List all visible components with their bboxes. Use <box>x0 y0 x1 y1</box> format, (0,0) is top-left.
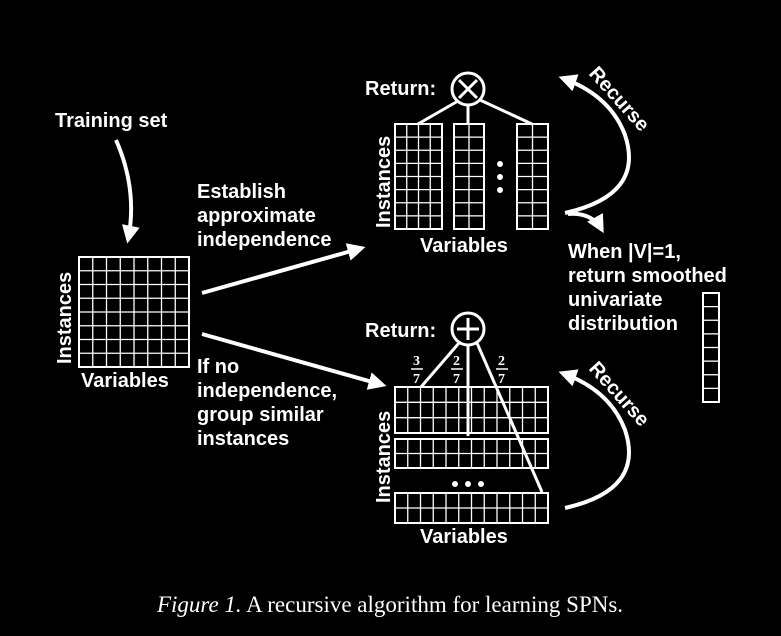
weight-3: 2 7 <box>496 354 508 387</box>
variable-partition-1 <box>394 123 443 230</box>
independence-arrow <box>201 243 366 295</box>
top-recurse-arrow <box>558 74 631 215</box>
svg-text:7: 7 <box>413 372 420 387</box>
bottom-recurse-arrow <box>558 369 631 510</box>
top-instances-label: Instances <box>373 136 395 228</box>
instance-cluster-2 <box>394 438 549 469</box>
training-set-arrow <box>114 139 140 244</box>
establish-independence-label: Establish approximate independence <box>197 181 331 251</box>
product-edge-1 <box>417 99 459 126</box>
bottom-instances-label: Instances <box>373 411 395 503</box>
figure-caption: Figure 1. A recursive algorithm for lear… <box>156 592 623 617</box>
main-variables-label: Variables <box>81 370 169 392</box>
sum-return-label: Return: <box>365 320 436 342</box>
bottom-variables-label: Variables <box>420 526 508 548</box>
weight-2: 2 7 <box>451 354 463 387</box>
instance-cluster-1 <box>394 386 549 434</box>
instance-cluster-3 <box>394 492 549 524</box>
univariate-column <box>702 292 720 403</box>
training-set-label: Training set <box>55 110 168 132</box>
no-independence-label: If no independence, group similar instan… <box>197 356 343 450</box>
product-return-label: Return: <box>365 78 436 100</box>
base-case-label: When |V|=1, return smoothed univariate d… <box>568 241 732 335</box>
horizontal-ellipsis <box>452 481 484 487</box>
svg-text:2: 2 <box>453 354 460 369</box>
weight-1: 3 7 <box>411 354 423 387</box>
sum-edge-1 <box>419 342 461 388</box>
vertical-ellipsis <box>497 161 503 193</box>
svg-text:3: 3 <box>413 354 420 369</box>
svg-text:7: 7 <box>453 372 460 387</box>
training-data-matrix <box>78 256 190 368</box>
base-case-arrow <box>567 211 604 234</box>
clustering-arrow <box>201 332 387 390</box>
svg-text:2: 2 <box>498 354 505 369</box>
svg-text:7: 7 <box>498 372 505 387</box>
top-variables-label: Variables <box>420 235 508 257</box>
plus-icon <box>457 318 479 340</box>
main-instances-label: Instances <box>54 272 76 364</box>
times-icon <box>457 78 479 100</box>
product-edge-3 <box>479 98 533 126</box>
variable-partition-2 <box>453 123 485 230</box>
variable-partition-3 <box>516 123 549 230</box>
